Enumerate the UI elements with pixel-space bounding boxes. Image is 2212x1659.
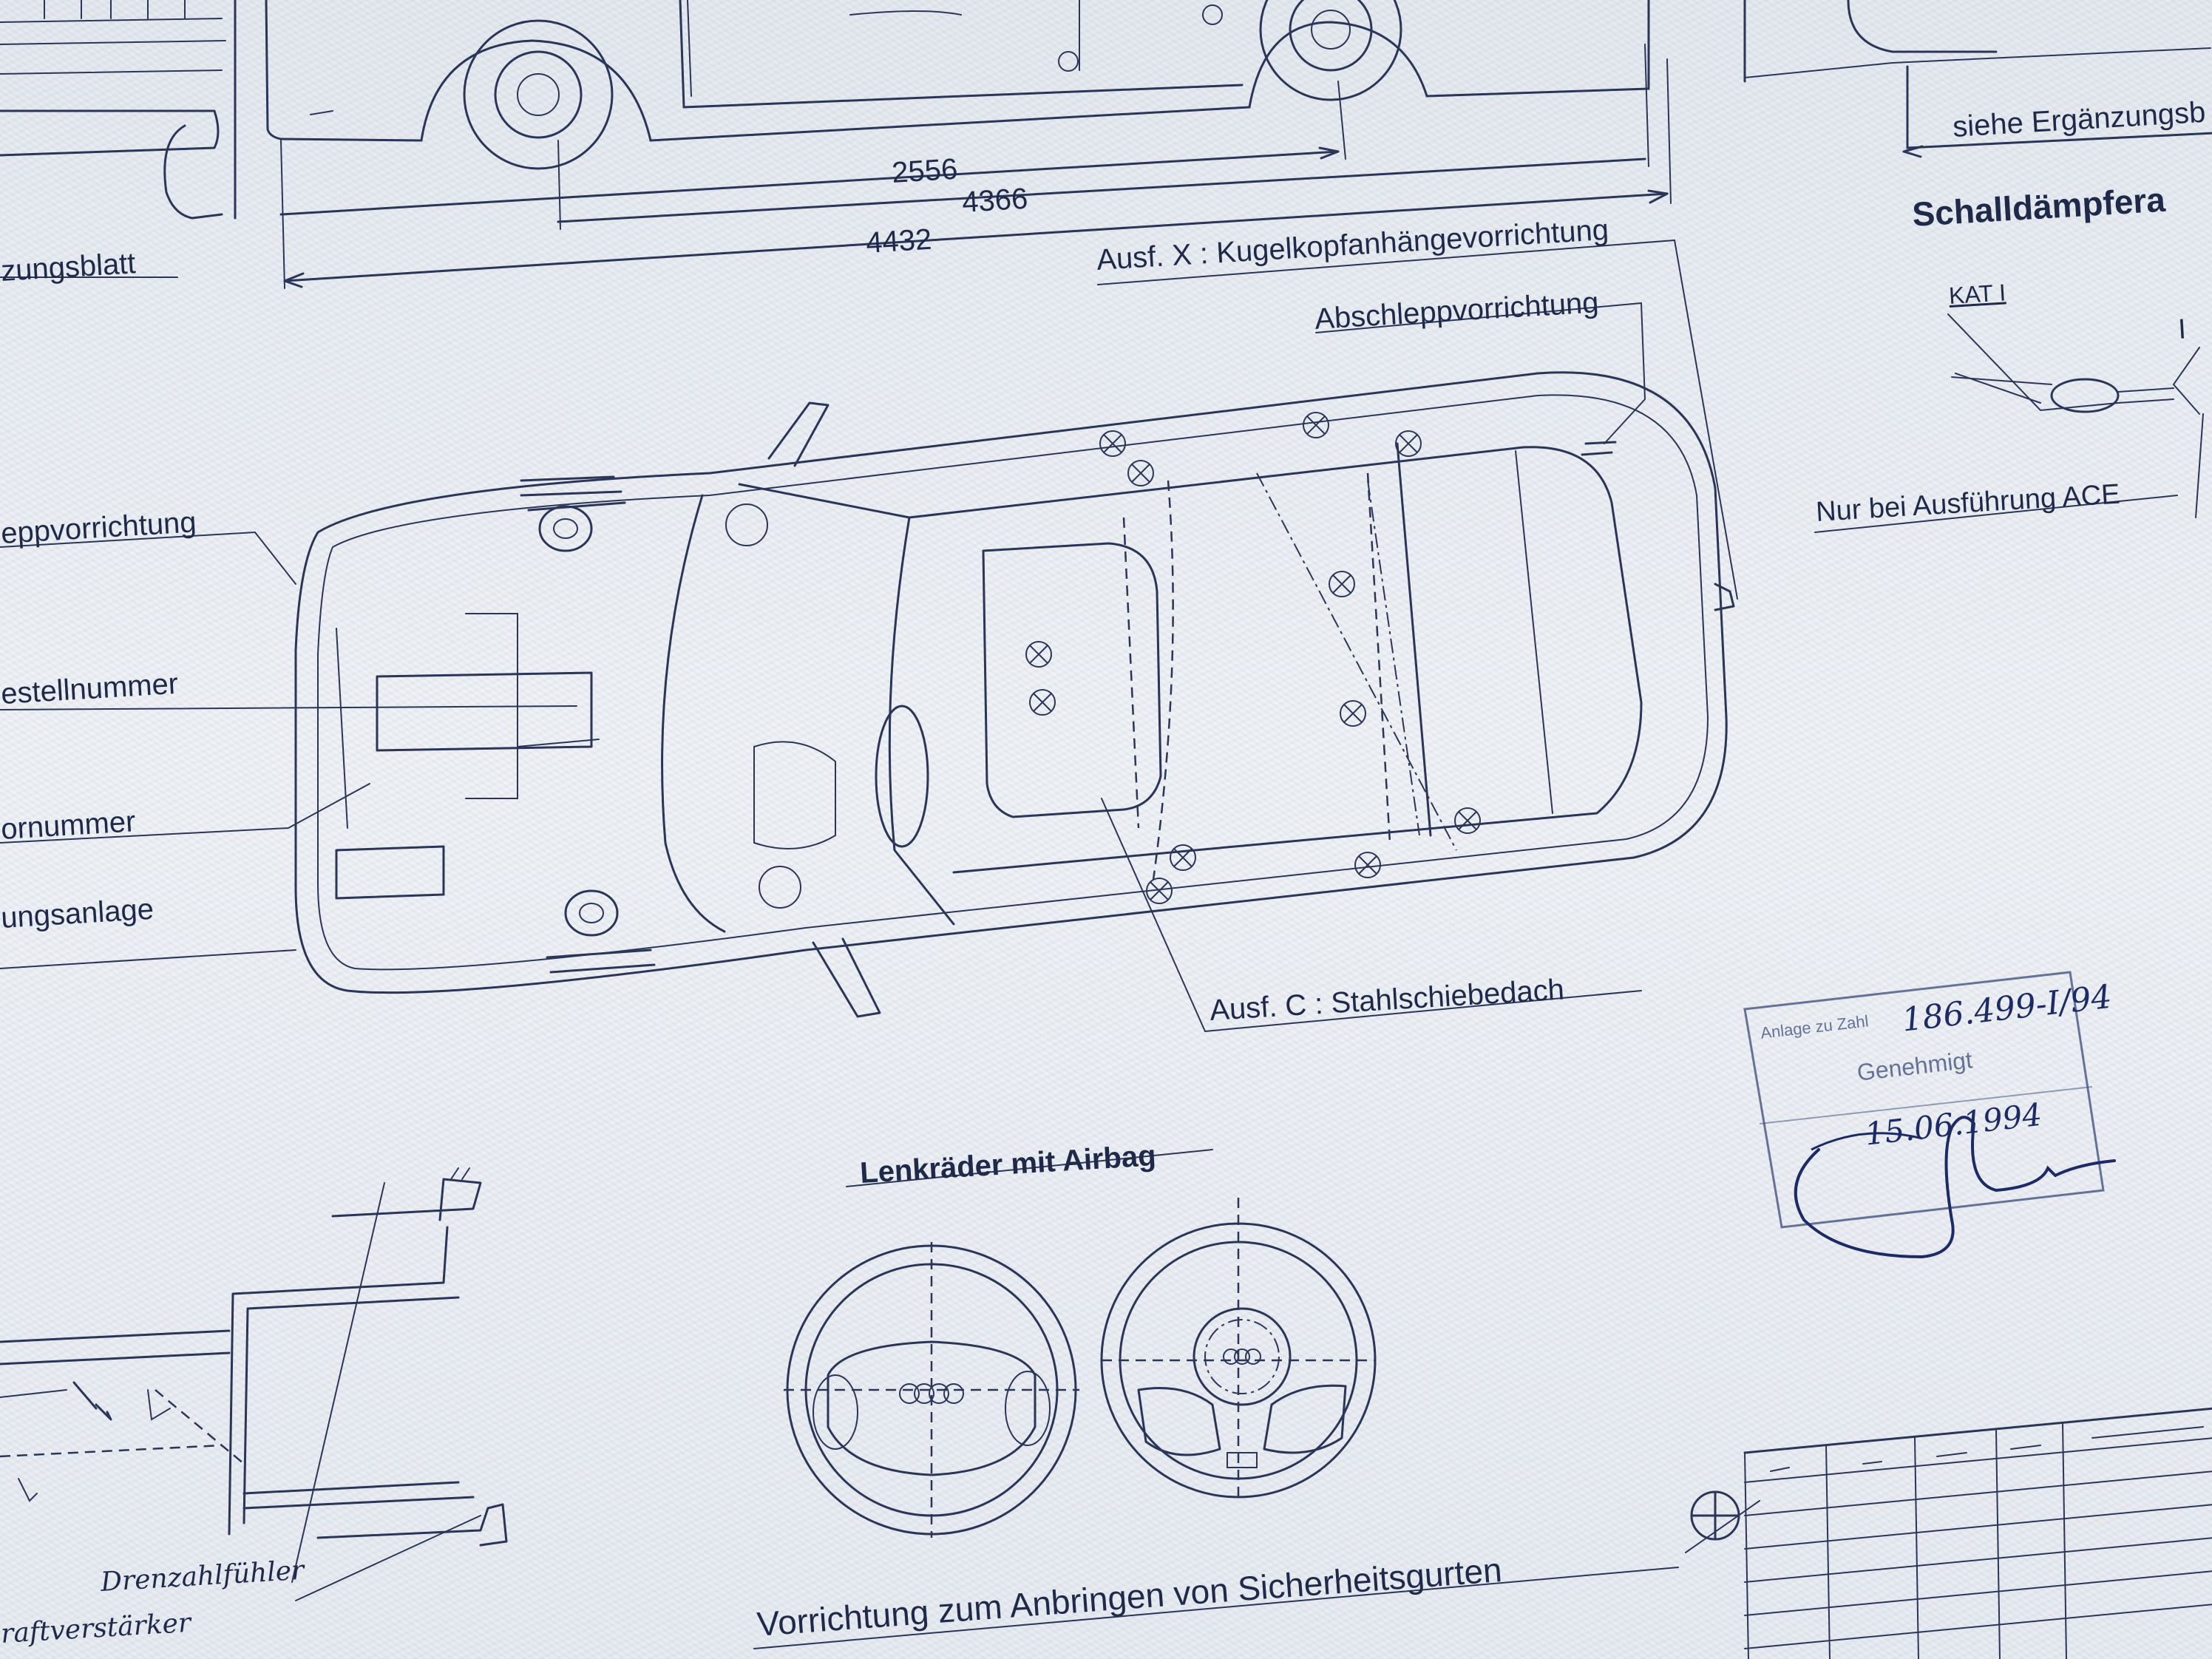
leader-lines (0, 239, 2204, 1649)
side-view-car (0, 0, 2211, 220)
seat-belt-symbol (1690, 1490, 1740, 1541)
dimension-lines (0, 44, 2212, 289)
steering-wheel-right (1100, 1198, 1377, 1501)
title-block-table (1743, 1407, 2212, 1659)
label-kat: KAT I (1948, 279, 2007, 309)
dimension-length-inner: 4366 (961, 182, 1029, 219)
dimension-length-total: 4432 (865, 223, 933, 259)
approval-stamp (1743, 971, 2105, 1229)
steering-wheel-left (784, 1242, 1079, 1538)
dimension-wheelbase: 2556 (891, 152, 959, 189)
signature (1794, 1116, 2116, 1259)
brake-line-diagram (0, 1167, 508, 1601)
muffler-sketch (1951, 376, 2174, 413)
top-view-car (294, 371, 1735, 1018)
